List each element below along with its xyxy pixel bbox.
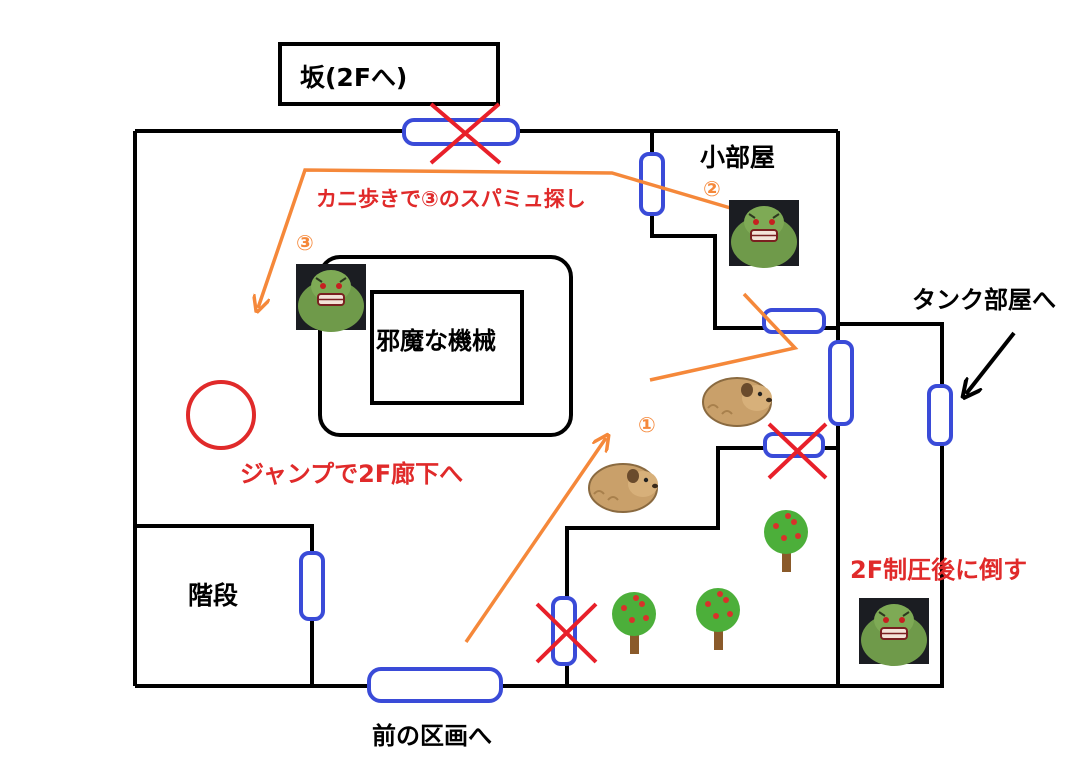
slope-box (278, 42, 500, 106)
door-tank-room (927, 384, 953, 446)
tank-room-label: タンク部屋へ (912, 286, 1056, 314)
red-cross-icon (429, 102, 828, 664)
door-stairs (299, 551, 325, 621)
marker-1: ① (638, 413, 656, 437)
small-room-label: 小部屋 (700, 143, 775, 172)
guinea-pig-icon (588, 463, 659, 513)
slime-monster-icon (295, 263, 367, 333)
door-right (828, 340, 854, 426)
marker-2: ② (703, 177, 721, 201)
machine-label: 邪魔な機械 (375, 327, 496, 355)
door-small-room-bottom (762, 308, 826, 334)
slime-monster-icon (858, 597, 930, 667)
doors (299, 118, 953, 703)
apple-tree-icon (694, 586, 742, 652)
after-2f-label: 2F制圧後に倒す (850, 556, 1027, 584)
route-arrows (258, 168, 799, 643)
red-circle-target-icon (186, 380, 256, 450)
crab-walk-label: カニ歩きで③のスパミュ探し (316, 187, 586, 211)
slime-monster-icon (728, 199, 800, 269)
jump-label: ジャンプで2F廊下へ (240, 460, 463, 488)
machine-box (370, 290, 524, 405)
slope-label: 坂(2Fへ) (300, 63, 407, 92)
stairs-label: 階段 (188, 581, 238, 610)
tank-room-arrow (966, 331, 1016, 394)
prev-section-label: 前の区画へ (372, 722, 492, 750)
apple-tree-icon (610, 590, 658, 656)
marker-3: ③ (296, 231, 314, 255)
machine-outer (318, 255, 573, 437)
apple-tree-icon (762, 508, 810, 574)
guinea-pig-icon (702, 377, 773, 427)
door-prev-section (367, 667, 503, 703)
